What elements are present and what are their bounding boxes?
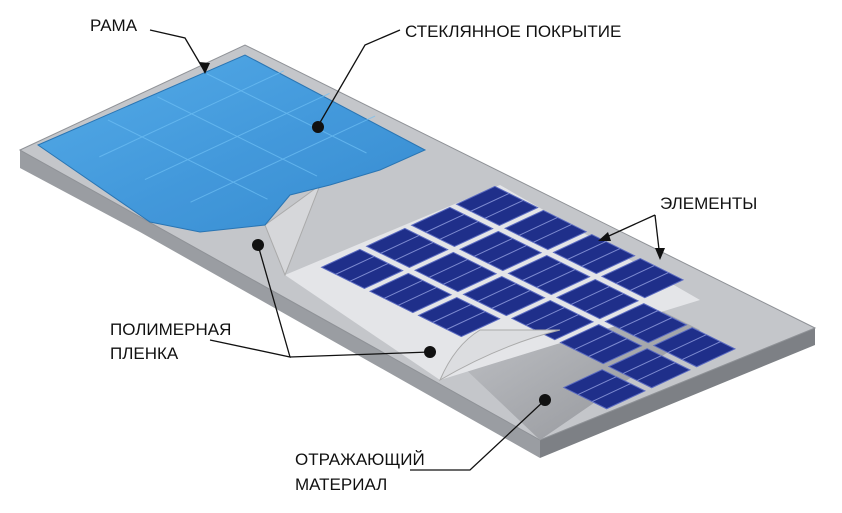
- solar-cell: [410, 206, 494, 248]
- solar-cell: [607, 348, 692, 389]
- solar-cell: [455, 185, 539, 227]
- solar-cell: [510, 300, 595, 341]
- glass-cell-outline: [144, 92, 330, 180]
- solar-cell: [562, 369, 647, 410]
- cell-busbar: [615, 265, 655, 284]
- label-polymer-1: ПОЛИМЕРНАЯ: [110, 320, 232, 339]
- glass-dot-icon: [312, 121, 324, 133]
- label-reflective-1: ОТРАЖАЮЩИЙ: [295, 450, 425, 469]
- solar-cell: [559, 324, 643, 365]
- cell-busbar: [567, 241, 607, 260]
- cell-busbar: [349, 262, 389, 282]
- cell-busbar: [581, 248, 621, 267]
- frame-side: [20, 150, 540, 458]
- cell-busbar: [585, 293, 624, 312]
- solar-cell: [652, 327, 737, 368]
- cell-busbar: [588, 338, 628, 357]
- cell-busbar: [536, 269, 576, 288]
- cell-busbar: [446, 311, 486, 330]
- cell-busbar: [636, 362, 676, 381]
- cell-busbar: [398, 287, 437, 306]
- cell-busbar: [667, 334, 707, 353]
- solar-cell: [462, 275, 546, 317]
- cell-busbar: [380, 234, 420, 254]
- cell-busbar: [518, 217, 558, 236]
- solar-cell: [600, 258, 685, 299]
- solar-cell: [555, 279, 640, 320]
- cell-busbar: [484, 199, 524, 219]
- cell-busbar: [470, 192, 510, 212]
- polymer-dot-icon: [252, 239, 264, 251]
- cell-busbar: [477, 283, 517, 302]
- solar-cell: [320, 248, 404, 290]
- reflective-dot-icon: [539, 394, 551, 406]
- frame-right-side: [540, 328, 815, 458]
- cell-busbar: [383, 280, 423, 299]
- solar-cell: [552, 233, 636, 275]
- cell-busbar: [570, 286, 610, 305]
- polymer-leader-2: [289, 351, 431, 358]
- cell-busbar: [443, 266, 482, 285]
- solar-cell: [413, 251, 498, 293]
- frame-arrow-icon: [199, 62, 210, 74]
- label-glass: СТЕКЛЯННОЕ ПОКРЫТИЕ: [405, 22, 622, 41]
- solar-cell: [458, 230, 543, 272]
- cell-busbar: [681, 341, 721, 360]
- cells-arrow-icon: [598, 232, 611, 241]
- cell-busbar: [574, 331, 614, 350]
- cell-busbar: [394, 241, 434, 261]
- label-polymer-2: ПЛЕНКА: [110, 344, 179, 363]
- solar-cell: [507, 254, 591, 296]
- cell-busbar: [533, 224, 572, 243]
- cell-busbar: [488, 245, 527, 264]
- polymer-film-curl-lower: [438, 329, 561, 382]
- cell-busbar: [491, 290, 531, 309]
- cell-busbar: [633, 317, 673, 336]
- solar-cell: [417, 296, 501, 338]
- polymer-dot-icon: [424, 346, 436, 358]
- glass-leader: [317, 29, 401, 127]
- cell-busbar: [335, 255, 375, 275]
- label-reflective-2: МАТЕРИАЛ: [295, 475, 388, 494]
- cell-busbar: [428, 259, 468, 278]
- solar-cell: [503, 209, 588, 251]
- cell-busbar: [619, 310, 659, 329]
- cells-arrow-icon: [655, 248, 665, 260]
- cell-busbar: [622, 355, 662, 374]
- cell-busbar: [630, 272, 669, 291]
- glass-cell-outline: [99, 70, 285, 158]
- cell-busbar: [473, 238, 513, 257]
- cell-busbar: [540, 314, 579, 333]
- cell-busbar: [432, 304, 472, 323]
- glass-cell-outline: [190, 115, 376, 203]
- glass-cover: [36, 54, 427, 233]
- cell-busbar: [425, 213, 465, 233]
- cell-busbar: [522, 262, 562, 281]
- solar-cell: [368, 272, 453, 314]
- solar-cell: [365, 227, 449, 269]
- cell-busbar: [577, 376, 617, 395]
- cell-busbar: [439, 220, 479, 240]
- leader-lines: [149, 29, 661, 471]
- frame-leader: [149, 29, 206, 73]
- label-cells: ЭЛЕМЕНТЫ: [660, 194, 758, 213]
- cell-busbar: [525, 307, 565, 326]
- label-frame: РАМА: [90, 16, 138, 35]
- cell-busbar: [591, 383, 631, 402]
- solar-cell: [604, 303, 688, 344]
- reflective-leader: [410, 399, 546, 471]
